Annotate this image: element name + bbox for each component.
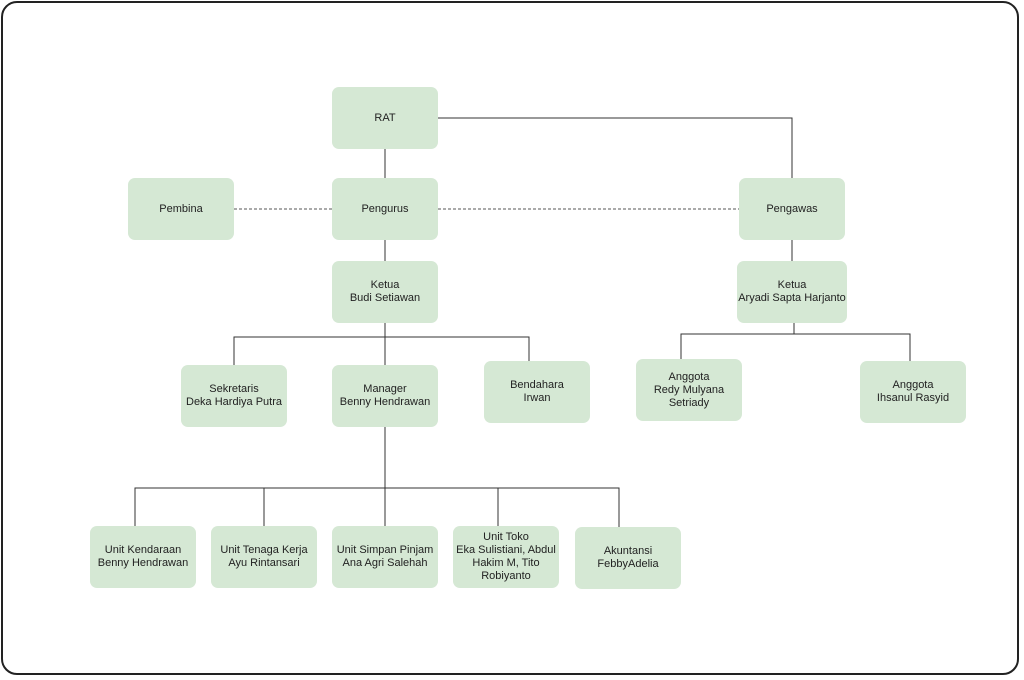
node-title: Manager <box>363 383 407 395</box>
node-name: Irwan <box>523 392 551 404</box>
node-name: Deka Hardiya Putra <box>186 396 282 408</box>
node-pengurus[interactable]: Pengurus <box>332 178 438 240</box>
node-title: Pengawas <box>766 202 818 215</box>
connector-units-bus <box>134 487 620 527</box>
node-title: Anggota <box>892 379 934 391</box>
node-name: Ihsanul Rasyid <box>876 392 950 404</box>
node-anggota-2[interactable]: Anggota Ihsanul Rasyid <box>860 361 966 423</box>
node-title: Pengurus <box>361 202 409 215</box>
node-title: Akuntansi <box>603 545 653 557</box>
node-ketua-pengurus[interactable]: Ketua Budi Setiawan <box>332 261 438 323</box>
node-name: Eka Sulistiani, Abdul Hakim M, Tito Robi… <box>456 544 556 582</box>
connector-rat-pengawas <box>438 117 793 178</box>
node-title: Ketua <box>777 279 807 291</box>
node-manager[interactable]: Manager Benny Hendrawan <box>332 365 438 427</box>
node-pembina[interactable]: Pembina <box>128 178 234 240</box>
connector-anggota-bus <box>680 333 911 361</box>
node-name: Benny Hendrawan <box>339 396 431 408</box>
node-pengawas[interactable]: Pengawas <box>739 178 845 240</box>
node-name: Ayu Rintansari <box>228 557 300 569</box>
node-unit-toko[interactable]: Unit Toko Eka Sulistiani, Abdul Hakim M,… <box>453 526 559 588</box>
connector-branch-sekretaris <box>233 336 530 365</box>
node-anggota-1[interactable]: Anggota Redy Mulyana Setriady <box>636 359 742 421</box>
node-name: Budi Setiawan <box>349 292 421 304</box>
node-unit-tenaga-kerja[interactable]: Unit Tenaga Kerja Ayu Rintansari <box>211 526 317 588</box>
node-unit-kendaraan[interactable]: Unit Kendaraan Benny Hendrawan <box>90 526 196 588</box>
node-title: Anggota <box>668 370 710 383</box>
node-title: RAT <box>374 111 396 124</box>
node-title: Pembina <box>159 202 203 215</box>
node-sekretaris[interactable]: Sekretaris Deka Hardiya Putra <box>181 365 287 427</box>
node-name: Aryadi Sapta Harjanto <box>738 292 846 304</box>
node-rat[interactable]: RAT <box>332 87 438 149</box>
node-title: Bendahara <box>510 379 564 391</box>
node-name: Redy Mulyana <box>653 383 725 396</box>
node-title: Unit Tenaga Kerja <box>220 544 308 556</box>
node-title: Unit Kendaraan <box>104 544 182 556</box>
node-akuntansi[interactable]: Akuntansi FebbyAdelia <box>575 527 681 589</box>
node-ketua-pengawas[interactable]: Ketua Aryadi Sapta Harjanto <box>737 261 847 323</box>
node-bendahara[interactable]: Bendahara Irwan <box>484 361 590 423</box>
node-name: Ana Agri Salehah <box>342 557 428 569</box>
node-title: Unit Simpan Pinjam <box>336 544 434 556</box>
node-title: Ketua <box>370 279 400 291</box>
node-name: Benny Hendrawan <box>97 557 189 569</box>
node-title: Unit Toko <box>483 531 529 543</box>
node-name: FebbyAdelia <box>597 558 659 570</box>
node-name-continued: Setriady <box>668 396 710 409</box>
node-title: Sekretaris <box>209 383 259 395</box>
node-unit-simpan-pinjam[interactable]: Unit Simpan Pinjam Ana Agri Salehah <box>332 526 438 588</box>
